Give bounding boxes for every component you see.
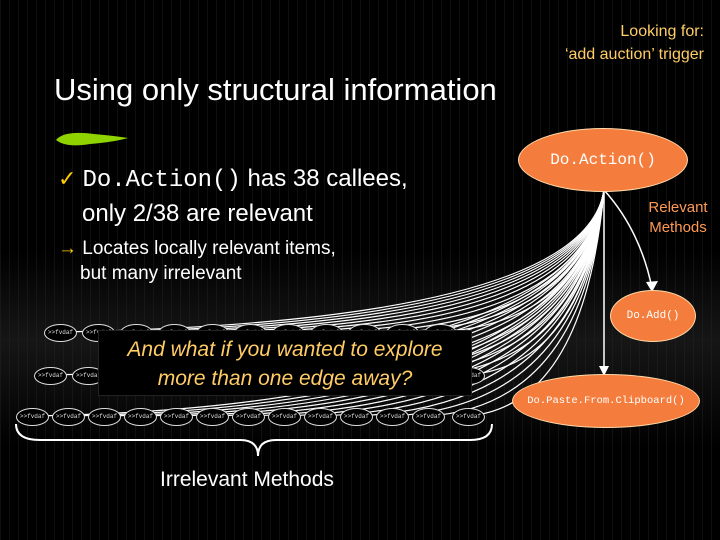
edge-to-irrelevant	[391, 189, 605, 417]
callout-line1: And what if you wanted to explore	[127, 338, 443, 361]
explore-callout: And what if you wanted to explore more t…	[98, 330, 472, 396]
slide-title: Using only structural information	[54, 72, 497, 107]
irrelevant-method-node[interactable]: >>fvdaf	[196, 408, 229, 426]
locates-line2: but many irrelevant	[80, 263, 242, 284]
callee-count-text: has 38 callees,	[240, 165, 408, 192]
node-do-paste-from-clipboard[interactable]: Do.Paste.From.Clipboard()	[512, 374, 700, 428]
irrelevant-method-node[interactable]: >>fvdaf	[16, 408, 49, 426]
irrelevant-method-node[interactable]: >>fvdaf	[340, 408, 373, 426]
bullet-callees: ✓Do.Action() has 38 callees,	[58, 162, 408, 197]
irrelevant-method-node[interactable]: >>fvdaf	[232, 408, 265, 426]
irrelevant-method-node[interactable]: >>fvdaf	[34, 367, 67, 385]
checkmark-icon: ✓	[58, 166, 77, 191]
irrelevant-method-node[interactable]: >>fvdaf	[160, 408, 193, 426]
irrelevant-method-node[interactable]: >>fvdaf	[304, 408, 337, 426]
edge-to-irrelevant	[355, 189, 605, 417]
irrelevant-method-node[interactable]: >>fvdaf	[452, 408, 485, 426]
edge-to-irrelevant	[325, 189, 605, 333]
arrowhead-do-paste	[599, 366, 609, 376]
relevant-fraction-text: only 2/38 are relevant	[82, 200, 313, 227]
looking-for-line2: ‘add auction’ trigger	[564, 46, 704, 63]
relevant-methods-label: Relevant Methods	[636, 198, 720, 238]
node-do-action[interactable]: Do.Action()	[518, 128, 688, 192]
callout-line2: more than one edge away?	[157, 367, 413, 390]
irrelevant-method-node[interactable]: >>fvdaf	[376, 408, 409, 426]
bullet-locates: → Locates locally relevant items, but ma…	[58, 236, 336, 286]
locates-line1: Locates locally relevant items,	[82, 238, 336, 259]
edge-to-do-add	[603, 189, 653, 289]
looking-for-line1: Looking for:	[620, 23, 704, 40]
relevant-line1: Relevant	[648, 199, 708, 216]
looking-for-note: Looking for: ‘add auction’ trigger	[484, 20, 704, 66]
arrowhead-do-add	[646, 281, 658, 292]
edge-to-irrelevant	[211, 189, 605, 417]
edge-to-irrelevant	[247, 189, 605, 417]
relevant-line2: Methods	[649, 219, 707, 236]
edge-to-irrelevant	[467, 189, 605, 417]
irrelevant-method-node[interactable]: >>fvdaf	[124, 408, 157, 426]
edge-to-irrelevant	[59, 189, 605, 333]
irrelevant-method-node[interactable]: >>fvdaf	[44, 324, 77, 342]
irrelevant-method-node[interactable]: >>fvdaf	[88, 408, 121, 426]
irrelevant-method-node[interactable]: >>fvdaf	[268, 408, 301, 426]
irrelevant-methods-label: Irrelevant Methods	[160, 468, 334, 491]
edge-to-irrelevant	[211, 189, 605, 333]
irrelevant-method-node[interactable]: >>fvdaf	[52, 408, 85, 426]
irrelevant-method-node[interactable]: >>fvdaf	[412, 408, 445, 426]
arrow-right-icon: →	[58, 238, 77, 259]
irrelevant-brace	[15, 423, 493, 457]
node-do-add[interactable]: Do.Add()	[610, 290, 696, 342]
brush-stroke	[54, 128, 134, 153]
method-name: Do.Action()	[82, 167, 241, 194]
